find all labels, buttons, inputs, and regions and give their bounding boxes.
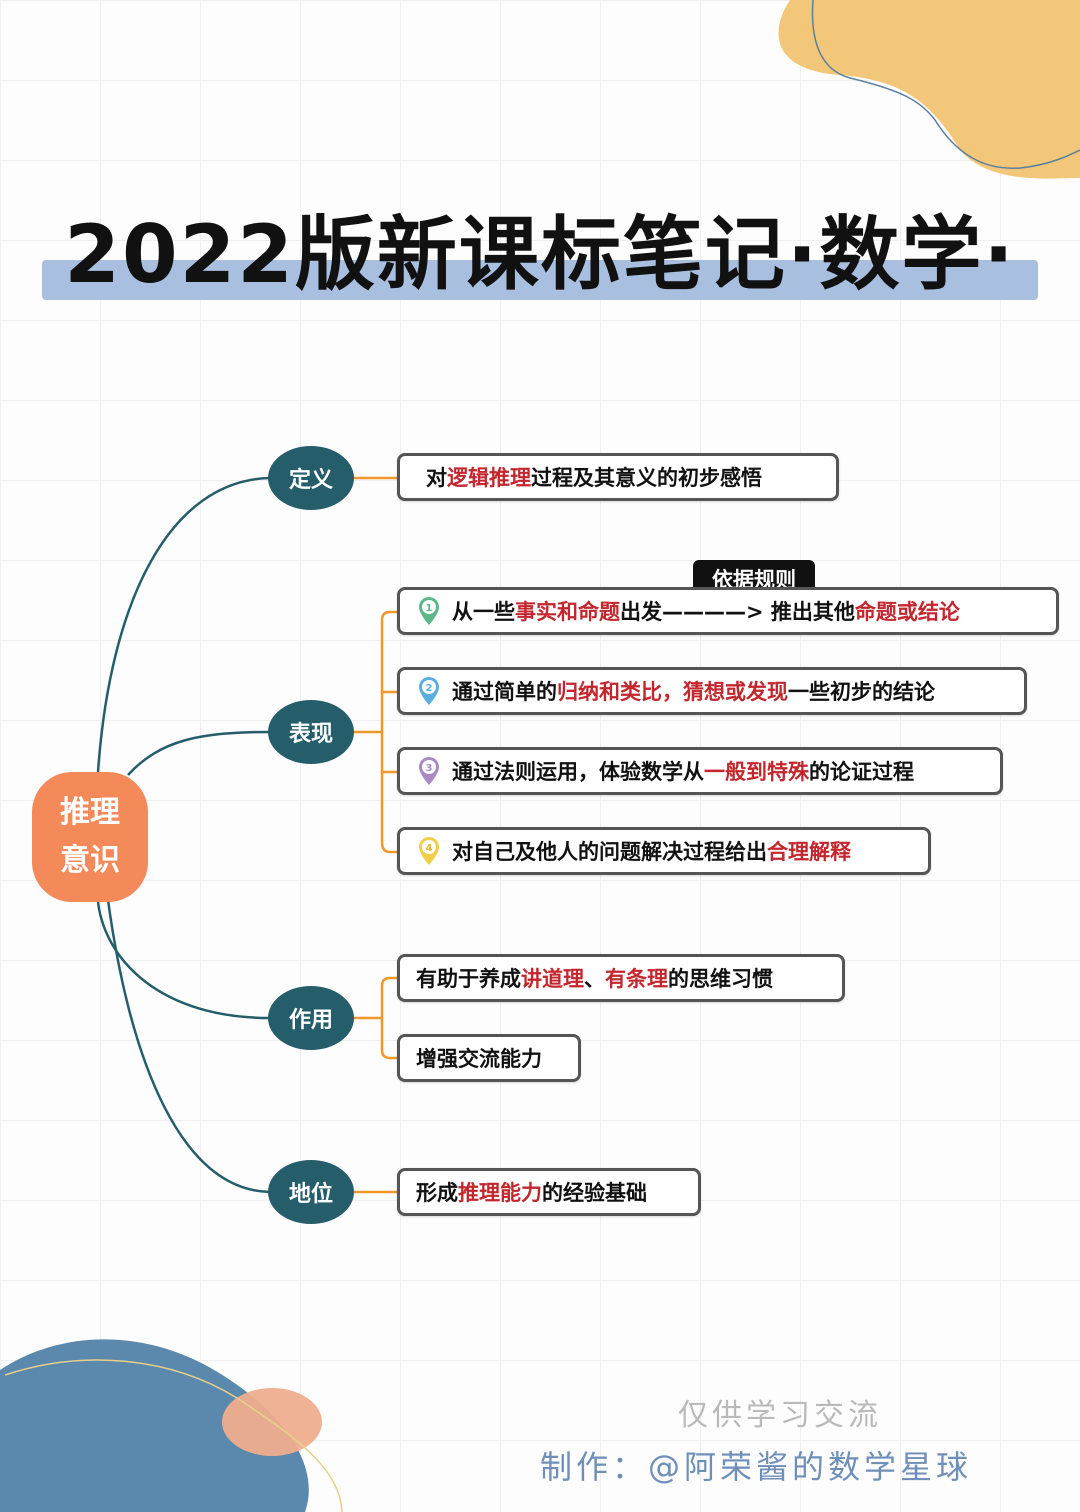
location-pin-3-icon: 3 bbox=[419, 757, 439, 785]
branch-node-status: 地位 bbox=[268, 1160, 354, 1224]
highlight-segment: 讲道理 bbox=[521, 967, 584, 991]
text-segment: 对自己及他人的问题解决过程给出 bbox=[452, 840, 767, 864]
manifestation-box-3: 3 通过法则运用，体验数学从一般到特殊的论证过程 bbox=[397, 747, 1003, 795]
definition-box: 对逻辑推理过程及其意义的初步感悟 bbox=[397, 453, 839, 501]
top-right-curve bbox=[811, 0, 1080, 169]
function-box-1: 有助于养成讲道理、有条理的思维习惯 bbox=[397, 954, 845, 1002]
manifestation-box-2: 2 通过简单的归纳和类比，猜想或发现一些初步的结论 bbox=[397, 667, 1027, 715]
footer-credit: 制作：@阿荣酱的数学星球 bbox=[540, 1448, 973, 1486]
footer-note: 仅供学习交流 bbox=[678, 1398, 882, 1433]
highlight-segment: 归纳和类比，猜想或发现 bbox=[557, 680, 788, 704]
branch-node-definition: 定义 bbox=[268, 446, 354, 510]
bottom-left-blob bbox=[0, 1339, 309, 1512]
text-segment: 、 bbox=[584, 967, 605, 991]
root-node-line2: 意识 bbox=[60, 843, 120, 878]
text-segment: 增强交流能力 bbox=[416, 1047, 542, 1071]
highlight-segment: 事实和命题 bbox=[515, 600, 620, 624]
bottom-left-peach-blob bbox=[222, 1388, 322, 1456]
highlight-segment: 推理能力 bbox=[458, 1181, 542, 1205]
branch-node-manifestation: 表现 bbox=[268, 700, 354, 764]
root-node-line1: 推理 bbox=[60, 795, 120, 830]
function-box-2: 增强交流能力 bbox=[397, 1034, 581, 1082]
text-segment: 过程及其意义的初步感悟 bbox=[531, 466, 762, 490]
svg-text:4: 4 bbox=[426, 843, 433, 854]
manifestation-box-4: 4 对自己及他人的问题解决过程给出合理解释 bbox=[397, 827, 931, 875]
text-segment: 的经验基础 bbox=[542, 1181, 647, 1205]
text-segment: 有助于养成 bbox=[416, 967, 521, 991]
highlight-segment: 逻辑推理 bbox=[447, 466, 531, 490]
top-right-blob bbox=[778, 0, 1080, 179]
location-pin-4-icon: 4 bbox=[419, 837, 439, 865]
text-segment: 的思维习惯 bbox=[668, 967, 773, 991]
svg-text:2: 2 bbox=[426, 683, 433, 694]
text-segment: 的论证过程 bbox=[809, 760, 914, 784]
status-box: 形成推理能力的经验基础 bbox=[397, 1168, 701, 1216]
highlight-segment: 命题或结论 bbox=[854, 600, 960, 624]
text-segment: 通过法则运用，体验数学从 bbox=[452, 760, 704, 784]
text-segment: 一些初步的结论 bbox=[788, 680, 935, 704]
page-title: 2022版新课标笔记·数学· bbox=[64, 208, 1016, 301]
branch-node-function: 作用 bbox=[268, 986, 354, 1050]
text-segment: 形成 bbox=[416, 1181, 458, 1205]
title-highlight-bar bbox=[42, 260, 1038, 300]
highlight-segment: 合理解释 bbox=[767, 840, 851, 864]
highlight-segment: 有条理 bbox=[605, 967, 668, 991]
manifestation-box-1: 1 从一些事实和命题出发————> 推出其他命题或结论 bbox=[397, 587, 1059, 635]
highlight-segment: 一般到特殊 bbox=[704, 760, 809, 784]
location-pin-1-icon: 1 bbox=[419, 597, 439, 625]
text-segment: 通过简单的 bbox=[452, 680, 557, 704]
root-node: 推理 意识 bbox=[32, 772, 148, 902]
bottom-left-curve bbox=[4, 1359, 343, 1512]
text-segment: 出发————> 推出其他 bbox=[620, 600, 855, 624]
text-segment: 从一些 bbox=[452, 600, 515, 624]
svg-text:1: 1 bbox=[426, 603, 433, 614]
text-segment: 对 bbox=[426, 466, 447, 490]
location-pin-2-icon: 2 bbox=[419, 677, 439, 705]
svg-text:3: 3 bbox=[426, 763, 433, 774]
sub-connectors bbox=[354, 476, 398, 1194]
